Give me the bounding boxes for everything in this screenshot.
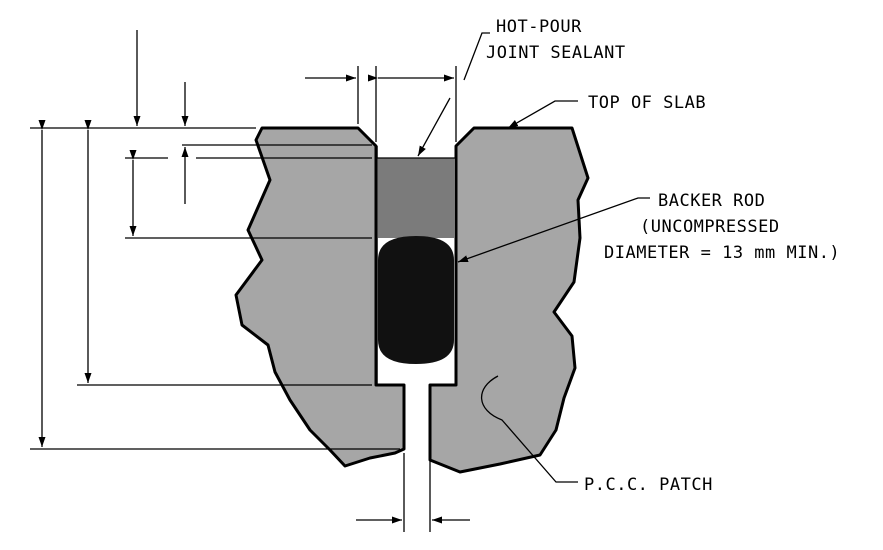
pcc-patch-label: P.C.C. PATCH (584, 475, 713, 495)
top-of-slab-label: TOP OF SLAB (588, 93, 706, 113)
left-slab (234, 126, 406, 468)
right-slab (428, 126, 590, 474)
backer-rod-label-line2: (UNCOMPRESSED (640, 217, 780, 237)
backer-rod-label-line3: DIAMETER = 13 mm MIN.) (604, 243, 840, 263)
backer-rod (378, 236, 454, 364)
sealant-label-line2: JOINT SEALANT (486, 43, 626, 63)
joint-sealant (378, 158, 455, 238)
sealant-label-line1: HOT-POUR (496, 17, 582, 37)
backer-rod-label-line1: BACKER ROD (658, 191, 765, 211)
